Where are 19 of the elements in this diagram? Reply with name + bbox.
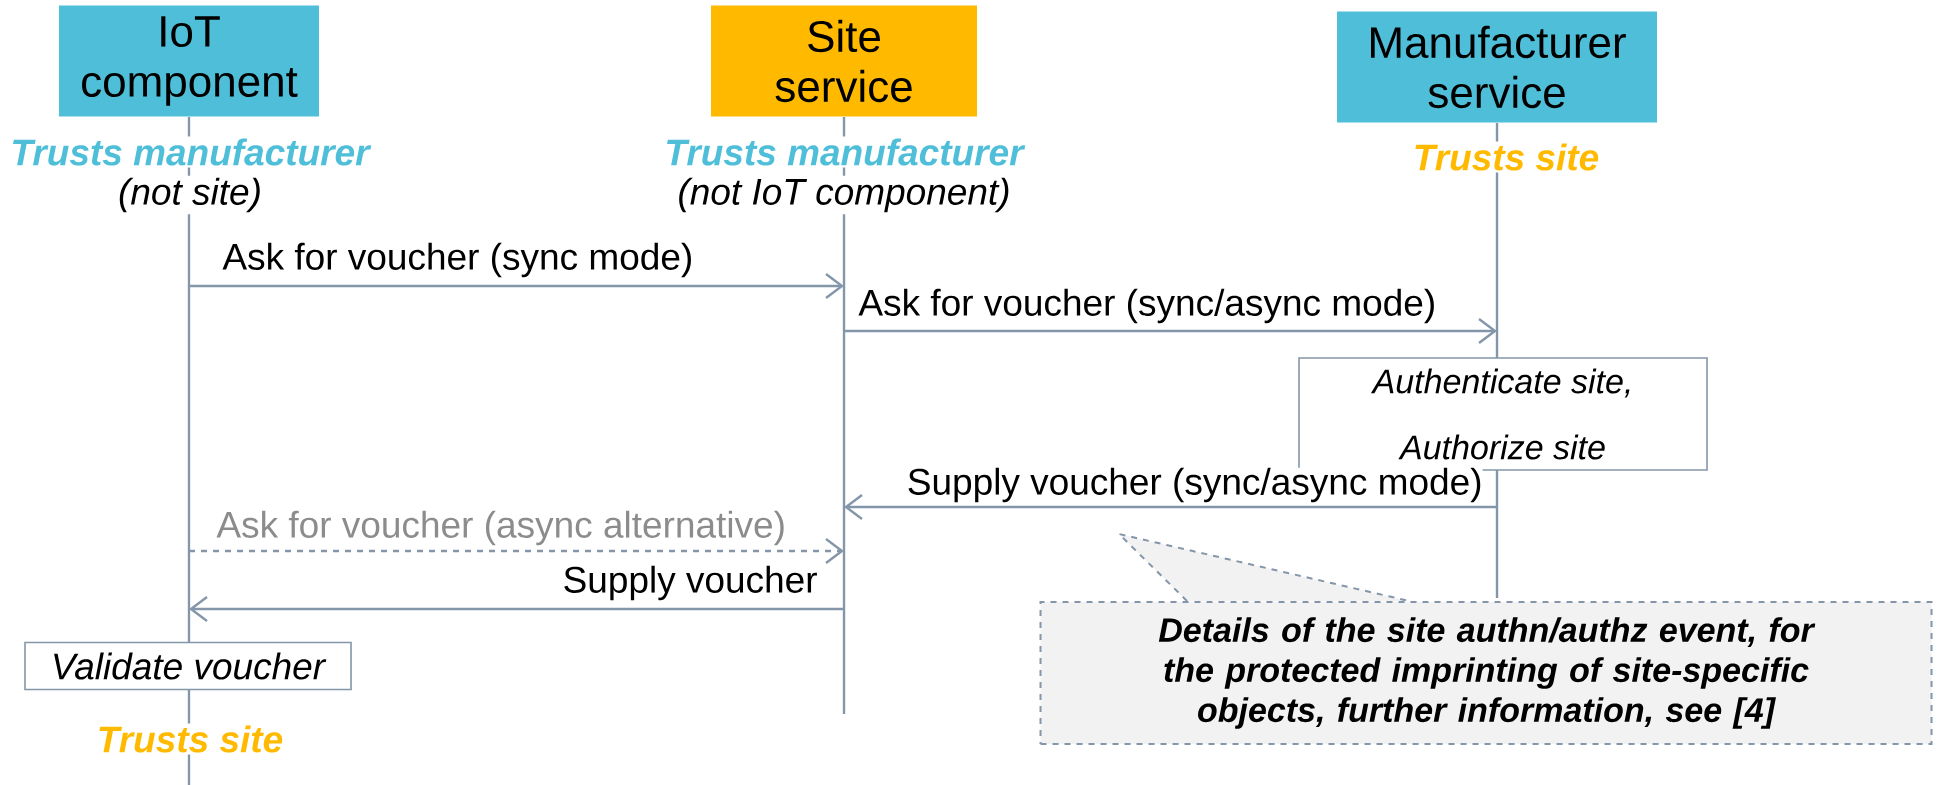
trust-note: Trusts manufacturer: [8, 136, 372, 168]
edge-label: Supply voucher (sync/async mode): [908, 467, 1481, 503]
participant-box: Site service: [711, 5, 977, 117]
trust-note: Trusts site: [1410, 141, 1602, 173]
trust-note: Trusts site: [94, 723, 286, 755]
trust-note: (not IoT component): [675, 175, 1013, 215]
edge-label: Ask for voucher (async alternative): [216, 510, 784, 546]
participant-box: IoT component: [59, 5, 319, 117]
edge-label: Ask for voucher (sync/async mode): [858, 288, 1434, 324]
message-arrow: [189, 596, 844, 622]
message-arrow: [189, 273, 844, 299]
participant-box: Manufacturer service: [1337, 11, 1657, 123]
message-arrow: [844, 494, 1497, 520]
trust-note: Trusts manufacturer: [662, 136, 1026, 168]
message-arrow: [844, 318, 1498, 344]
trust-note: (not site): [116, 175, 264, 215]
message-arrow: [189, 538, 844, 564]
edge-label: Supply voucher: [564, 565, 817, 601]
edge-label: Ask for voucher (sync mode): [222, 242, 691, 278]
